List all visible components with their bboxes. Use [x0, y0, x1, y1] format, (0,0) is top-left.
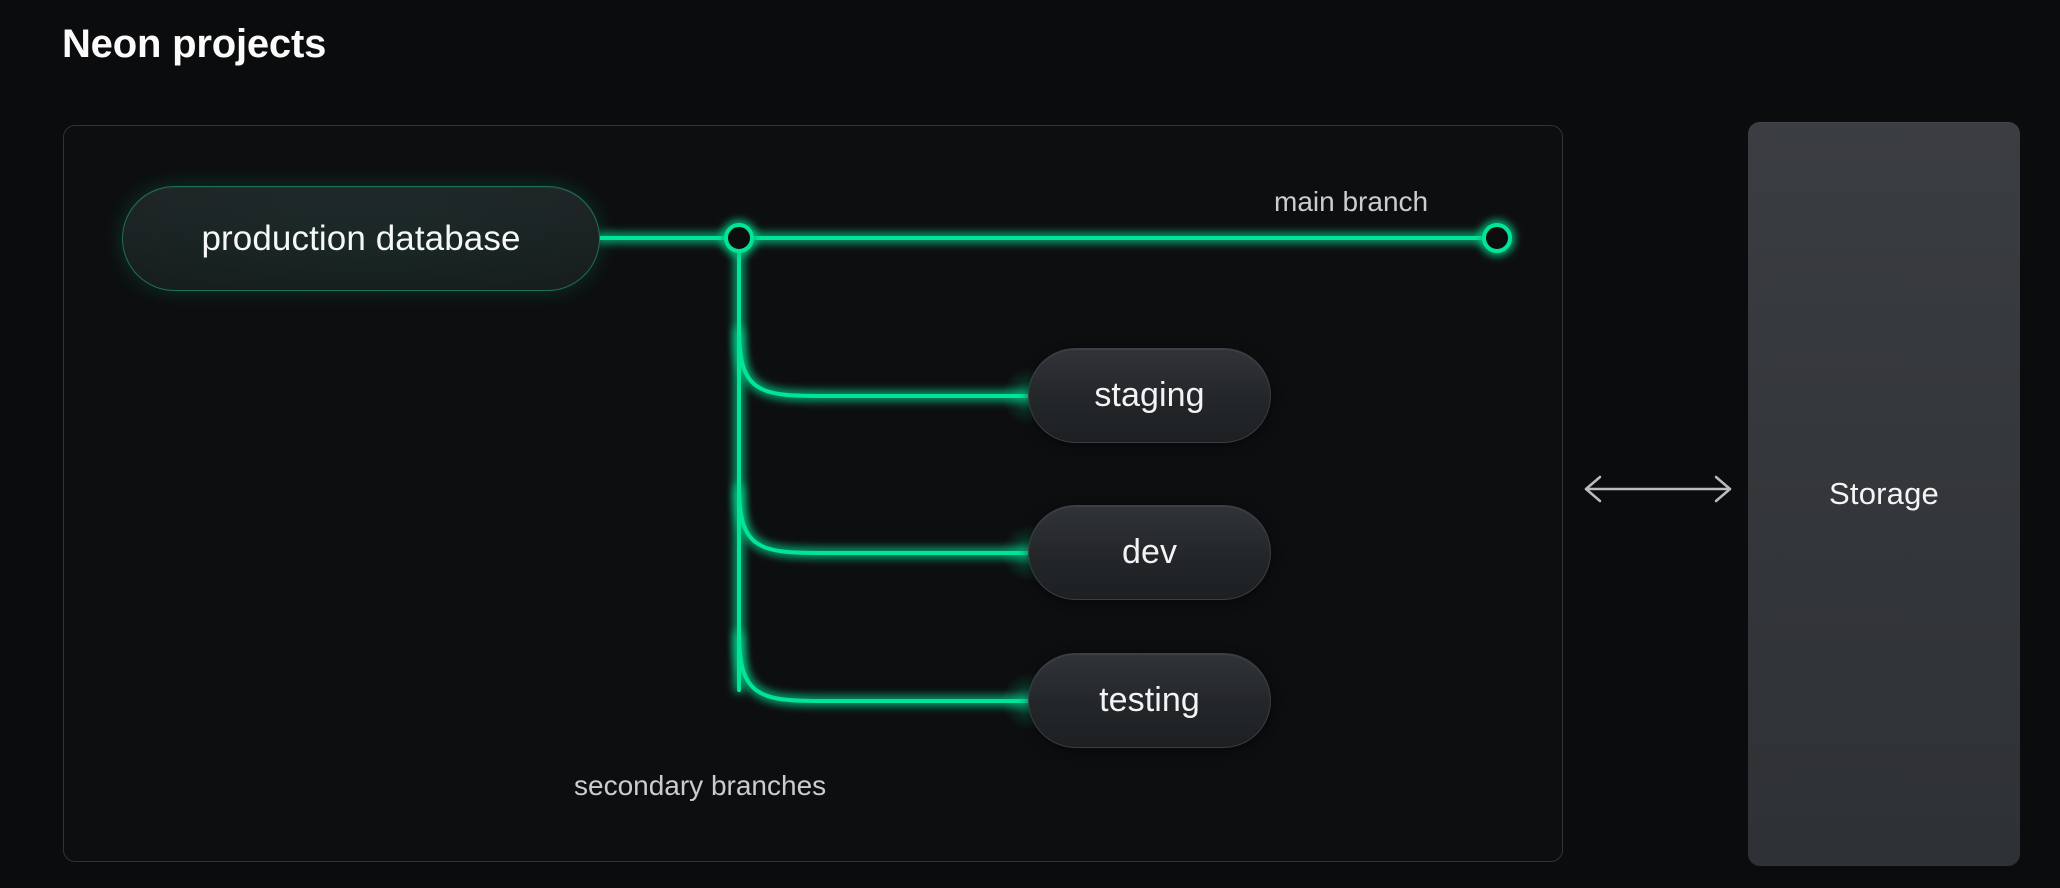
branch-node-dev[interactable]: dev [1028, 505, 1271, 600]
main-branch-label: main branch [1274, 186, 1429, 217]
branch-node-label: staging [1094, 376, 1205, 414]
bidirectional-sync-arrow-icon [1584, 475, 1732, 503]
branch-node-label: production database [201, 218, 521, 258]
secondary-branches-label: secondary branches [574, 770, 827, 801]
branch-node-label: dev [1121, 533, 1178, 571]
page-title: Neon projects [62, 22, 327, 66]
branch-node-production-database[interactable]: production database [122, 186, 600, 291]
branch-node-testing[interactable]: testing [1028, 653, 1271, 748]
storage-panel: Storage [1748, 122, 2020, 866]
storage-panel-label: Storage [1829, 476, 1939, 511]
branch-node-label: testing [1099, 681, 1200, 719]
branch-node-staging[interactable]: staging [1028, 348, 1271, 443]
